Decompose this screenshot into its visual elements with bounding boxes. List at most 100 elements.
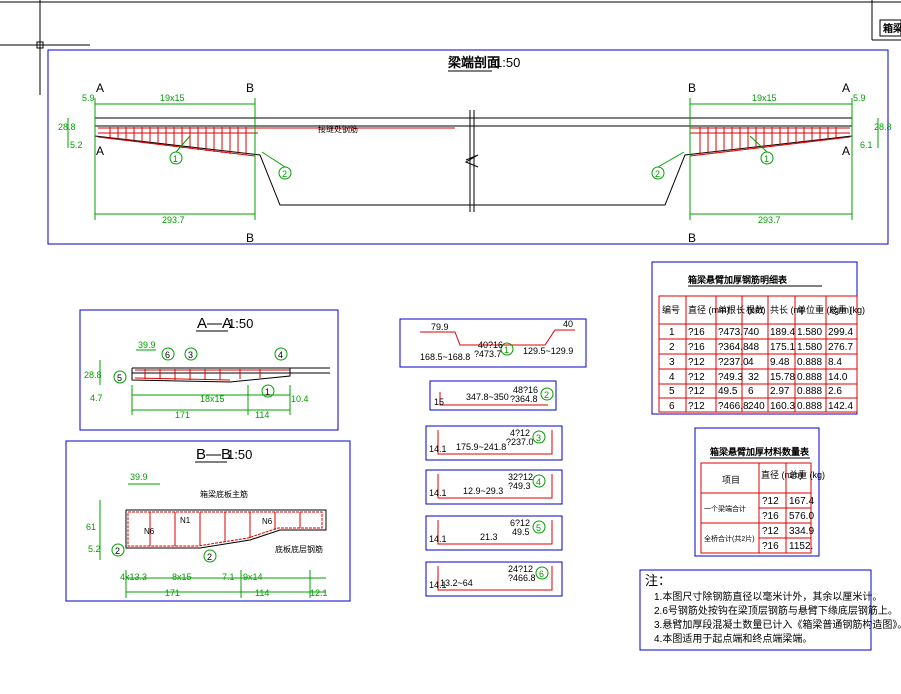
table-cell: 1.580 xyxy=(797,327,822,338)
bar-id: 4 xyxy=(536,477,541,487)
bar-label: N1 xyxy=(180,516,191,525)
callout-number: 2 xyxy=(655,169,660,179)
callout-number: 6 xyxy=(165,350,170,360)
section-mark-b: B xyxy=(688,231,696,245)
table-cell: 40 xyxy=(748,327,760,338)
table-cell: 8.4 xyxy=(828,357,842,368)
dim-label: 5.9 xyxy=(82,93,95,103)
bar-dim: 12.9~29.3 xyxy=(463,486,503,496)
table-cell: 0.888 xyxy=(797,386,822,397)
dim-label: 8x15 xyxy=(172,572,192,582)
dim-label: 39.9 xyxy=(130,472,148,482)
table-cell: 14.0 xyxy=(828,372,848,383)
callout-number: 1 xyxy=(764,154,769,164)
table-header: 根数 xyxy=(746,304,764,315)
callout-number: 3 xyxy=(188,350,193,360)
bar-dim: 14.1 xyxy=(429,488,447,498)
section-aa: A—A 1:50 39.9 28.8 4.7 18x15 171 11 xyxy=(79,309,339,431)
table-cell: ?12 xyxy=(762,496,779,507)
main-section: 梁端剖面 1:50 xyxy=(47,49,892,245)
table-cell: ?49.3 xyxy=(718,372,743,383)
bar-id: 6 xyxy=(539,569,544,579)
note-label: 底板底层钢筋 xyxy=(275,544,323,554)
rebar-table-title: 箱梁悬臂加厚钢筋明细表 xyxy=(688,274,788,285)
section-mark-a: A xyxy=(96,144,104,158)
section-aa-title: A—A xyxy=(197,315,232,332)
table-header: 单位重 (kg/m) xyxy=(797,304,852,315)
note-item: 3.悬臂加厚段混凝土数量已计入《箱梁普通钢筋构造图》。 xyxy=(654,618,901,631)
table-cell: ?12 xyxy=(688,357,705,368)
dim-label: 293.7 xyxy=(758,215,781,225)
table-cell: 160.3 xyxy=(770,401,795,412)
callout-number: 2 xyxy=(207,552,212,562)
bar-shapes: 79.9 168.5~168.8 129.5~129.9 40 40?16 ?4… xyxy=(399,318,587,597)
bar-dim: 175.9~241.8 xyxy=(456,442,506,452)
table-header: 项目 xyxy=(722,475,740,485)
dim-label: 114 xyxy=(255,410,269,420)
bar-dim: 168.5~168.8 xyxy=(420,352,470,362)
table-header: 总重 (kg) xyxy=(829,304,865,315)
dim-label: 4x13.3 xyxy=(120,572,147,582)
table-cell: 48 xyxy=(748,342,760,353)
main-section-title: 梁端剖面 xyxy=(447,55,500,70)
dim-label: 12.1 xyxy=(310,588,328,598)
material-table-title: 箱梁悬臂加厚材料数量表 xyxy=(710,446,810,457)
dim-label: 7.1 xyxy=(222,572,235,582)
bar-spec: 24?12 xyxy=(508,564,533,574)
table-cell: 1152. xyxy=(789,541,813,552)
sheet-frame: 箱梁 xyxy=(0,0,901,95)
table-cell: ?16 xyxy=(762,511,779,522)
bar-id: 3 xyxy=(536,433,541,443)
bar-dim: 15 xyxy=(434,397,444,407)
table-cell: ?16 xyxy=(688,342,705,353)
table-cell: 276.7 xyxy=(828,342,853,353)
rebar-table: 箱梁悬臂加厚钢筋明细表 编号 直径 (mm) 单根长 (cm) 根数 共长 (m… xyxy=(651,261,865,415)
group-label: 全桥合计(共2片) xyxy=(704,534,755,543)
bar-dim: 14.1 xyxy=(429,444,447,454)
group-label: 一个梁端合计 xyxy=(704,504,746,513)
table-cell: ?12 xyxy=(688,401,705,412)
bar-dim: 14.1 xyxy=(429,580,447,590)
section-bb-title: B—B xyxy=(196,446,231,463)
bar-length: 49.5 xyxy=(512,527,530,537)
dim-label: 10.4 xyxy=(291,394,309,404)
table-cell: ?12 xyxy=(688,372,705,383)
note-item: 4.本图适用于起点端和终点端梁端。 xyxy=(654,632,812,645)
bar-id: 1 xyxy=(504,345,509,355)
table-cell: 142.4 xyxy=(828,401,853,412)
table-header: 直径 (mm) xyxy=(688,304,730,315)
section-mark-a: A xyxy=(96,81,104,95)
table-cell: 32 xyxy=(748,372,760,383)
table-cell: 4 xyxy=(748,357,754,368)
bar-spec: 4?12 xyxy=(510,428,530,438)
callout-number: 1 xyxy=(265,387,270,397)
material-table: 箱梁悬臂加厚材料数量表 项目 直径 (mm) 总重 (kg) 一个梁端合计 全桥… xyxy=(694,427,825,557)
dim-label: 5.2 xyxy=(88,544,101,554)
joint-note: 接缝处钢筋 xyxy=(318,124,358,134)
dim-label: 114 xyxy=(255,588,269,598)
main-section-scale: 1:50 xyxy=(495,55,520,70)
dim-label: 293.7 xyxy=(162,215,185,225)
table-cell: 0.888 xyxy=(797,357,822,368)
table-cell: 189.4 xyxy=(770,327,795,338)
table-cell: 240 xyxy=(748,401,765,412)
table-cell: 2 xyxy=(669,342,675,353)
table-cell: 576.0 xyxy=(789,511,814,522)
bar-spec: 40?16 xyxy=(478,340,503,350)
bar-spec: 32?12 xyxy=(508,472,533,482)
dim-label: 28.8 xyxy=(58,122,76,132)
section-mark-b: B xyxy=(246,81,254,95)
table-cell: ?16 xyxy=(688,327,705,338)
dim-label: 171 xyxy=(175,410,190,420)
table-cell: 0.888 xyxy=(797,401,822,412)
bar-length: ?364.8 xyxy=(510,394,538,404)
dim-label: 19x15 xyxy=(160,93,185,103)
bar-dim: 40 xyxy=(563,319,573,329)
bar-length: ?473.7 xyxy=(474,349,502,359)
note-label: 箱梁底板主筋 xyxy=(200,489,248,499)
section-bb-scale: 1:50 xyxy=(227,447,252,462)
table-cell: ?12 xyxy=(762,526,779,537)
bar-length: ?237.0 xyxy=(506,437,534,447)
dim-label: 6.1 xyxy=(860,140,873,150)
callout-number: 1 xyxy=(173,154,178,164)
